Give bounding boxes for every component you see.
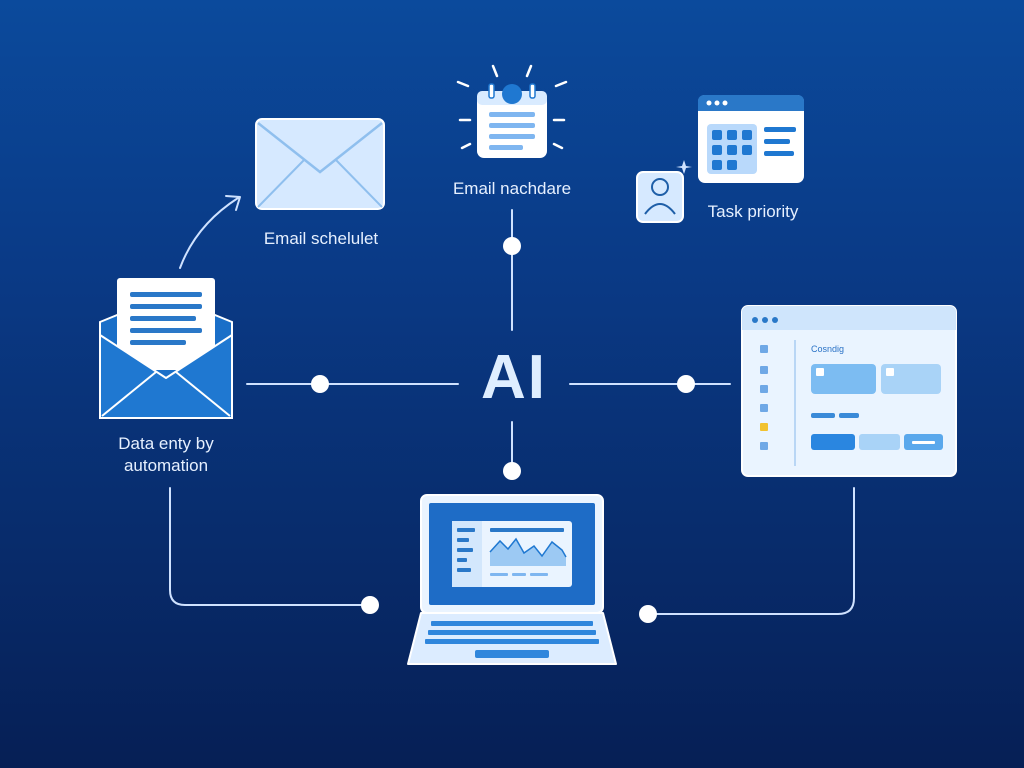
- email-calendar-label: Email nachdare: [452, 179, 572, 198]
- dot-top: [503, 237, 521, 255]
- task-priority-label: Task priority: [707, 202, 799, 221]
- data-entry-label-line2: automation: [123, 456, 209, 475]
- email-schedule-label: Email schelulet: [263, 229, 379, 248]
- user-icon: [636, 171, 684, 223]
- browser-window-icon: Cosndig: [741, 305, 957, 477]
- dashboard-caption: Cosndig: [811, 344, 844, 354]
- junction-dots: [311, 237, 695, 623]
- dot-bottom: [503, 462, 521, 480]
- laptop-icon: [407, 494, 617, 665]
- dot-right: [677, 375, 695, 393]
- connector-lines: [169, 209, 855, 615]
- dot-laptop-left: [361, 596, 379, 614]
- arrow-to-email: [179, 197, 239, 269]
- arrow-head: [225, 195, 241, 211]
- dot-left: [311, 375, 329, 393]
- connector-dashboard-to-laptop: [647, 487, 855, 615]
- ai-title: AI: [481, 343, 547, 412]
- calendar-grid-icon: [698, 95, 804, 183]
- envelope-icon: [255, 118, 385, 210]
- connector-data-entry-to-laptop: [169, 487, 371, 606]
- dot-laptop-right: [639, 605, 657, 623]
- data-entry-label-line1: Data enty by: [118, 434, 214, 453]
- sparkle-icon: [676, 160, 692, 174]
- calendar-icon: [456, 64, 568, 158]
- open-envelope-icon: [99, 278, 233, 419]
